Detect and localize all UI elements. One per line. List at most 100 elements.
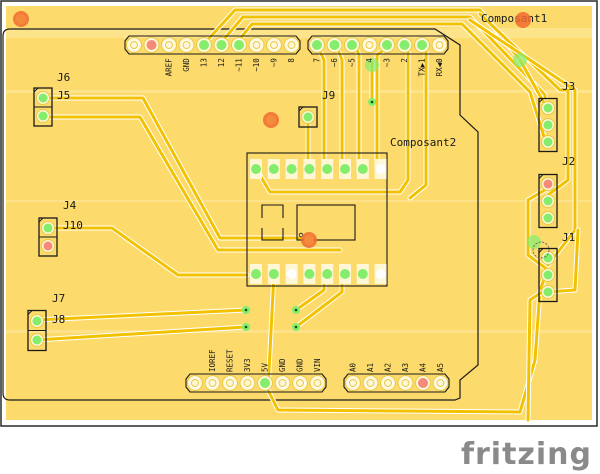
connector-j3[interactable] <box>538 97 558 153</box>
connector-j2[interactable] <box>538 173 558 229</box>
header-pad-center <box>347 40 357 50</box>
smd-pad-center <box>322 269 333 279</box>
via-halo[interactable] <box>527 235 541 249</box>
pin-label: 5V <box>261 362 270 372</box>
label-composant2: Composant2 <box>390 136 456 149</box>
composant2-footprint[interactable] <box>246 152 388 287</box>
pin-label: 7 <box>313 58 322 63</box>
connector-j10[interactable] <box>38 217 58 257</box>
header-pad-center <box>399 40 410 50</box>
header-pad-hole <box>313 379 322 387</box>
connector-pad-center <box>543 270 553 280</box>
header-pad-hole <box>287 41 296 49</box>
composant2-bottom-pads <box>250 264 387 284</box>
smd-pad-center <box>375 269 386 279</box>
label-j5: J5 <box>57 89 70 102</box>
smd-pad-center <box>375 164 386 174</box>
header-analog-outline <box>343 373 450 393</box>
copper-trace[interactable] <box>43 96 302 240</box>
connector-pad-center <box>32 316 42 326</box>
via-halo[interactable] <box>513 53 527 67</box>
pin-label: A5 <box>436 363 445 372</box>
connector-j8[interactable] <box>27 309 47 352</box>
header-top-left <box>124 35 301 55</box>
header-pad-hole <box>252 41 261 49</box>
label-j2: J2 <box>562 155 575 168</box>
header-pad-hole <box>436 379 445 387</box>
connector-pad-center <box>543 287 553 297</box>
copper-trace[interactable] <box>256 43 410 194</box>
copper-trace[interactable] <box>34 308 248 322</box>
connector-j1-outline <box>538 247 558 303</box>
header-pad-hole <box>130 41 138 49</box>
copper-trace[interactable] <box>518 58 550 112</box>
label-j6: J6 <box>57 71 70 84</box>
header-pad-hole <box>365 41 374 49</box>
header-pad-center <box>312 40 322 50</box>
connector-j2-pin1-mark <box>538 174 544 179</box>
pin-label: IOREF <box>208 349 217 372</box>
connector-pad-center <box>543 137 553 147</box>
via-warning-composant2-inner <box>304 235 314 245</box>
pin-label: 3V3 <box>243 358 252 372</box>
smd-pad-center <box>268 164 279 174</box>
smd-pad-center <box>340 164 350 174</box>
connector-j1[interactable] <box>538 247 558 303</box>
pin-label: 2 <box>400 58 409 63</box>
connector-pad-center <box>38 93 48 103</box>
pin-label: AREF <box>165 58 174 77</box>
header-pad-center <box>329 40 340 50</box>
smd-pad-center <box>357 164 368 174</box>
header-pad-center <box>382 40 392 50</box>
header-pad-hole <box>349 379 357 387</box>
composant2-bracket-top <box>261 204 284 218</box>
connector-j5[interactable] <box>33 87 53 127</box>
via-warning-composant1[interactable] <box>515 12 531 28</box>
arduino-shield-outline <box>2 28 479 401</box>
smd-pad-center <box>286 164 297 174</box>
header-pad-center <box>199 40 209 50</box>
pin-label: A0 <box>349 362 358 372</box>
header-pad-hole <box>384 379 392 387</box>
via-halo[interactable] <box>365 58 379 72</box>
connector-pad-center <box>543 253 553 263</box>
copper-trace[interactable] <box>233 22 547 142</box>
connector-j9[interactable] <box>298 106 318 128</box>
pin-label: A1 <box>366 363 375 372</box>
copper-trace[interactable] <box>43 115 342 252</box>
pin-label: RESET <box>226 349 235 372</box>
copper-trace[interactable] <box>34 325 248 342</box>
header-pad-hole <box>226 379 234 387</box>
copper-trace[interactable] <box>526 186 550 272</box>
pin-label: GND <box>182 58 191 72</box>
label-j9: J9 <box>322 89 335 102</box>
via-j1-dashed[interactable] <box>532 241 550 259</box>
copper-trace[interactable] <box>46 226 249 277</box>
header-pad-hole <box>270 41 278 49</box>
header-pad-center <box>260 378 270 388</box>
copper-trace[interactable] <box>408 43 428 200</box>
connector-pad-center <box>543 179 553 189</box>
header-pad-hole <box>366 379 375 387</box>
header-pad-hole <box>191 379 199 387</box>
header-pad-center <box>234 40 244 50</box>
pin-label: GND <box>296 358 305 372</box>
pin-label: ~9 <box>270 58 279 67</box>
pin-label: VIN <box>313 358 322 372</box>
pin-label: A2 <box>384 363 393 372</box>
connector-j5-pin1-mark <box>33 87 39 93</box>
board-body <box>6 28 592 420</box>
connector-j9-outline <box>298 106 318 128</box>
composant2-inner-rect <box>296 204 356 241</box>
label-j4: J4 <box>63 199 77 212</box>
pin-label: ~11 <box>235 58 244 72</box>
connector-pad-center <box>43 241 53 251</box>
pin-label: 12 <box>217 58 226 67</box>
connector-pad-center <box>543 120 553 130</box>
header-pad-center <box>216 40 227 50</box>
fritzing-logo: fritzing <box>460 437 592 472</box>
header-pad-hole <box>243 379 252 387</box>
header-pad-hole <box>278 379 287 387</box>
